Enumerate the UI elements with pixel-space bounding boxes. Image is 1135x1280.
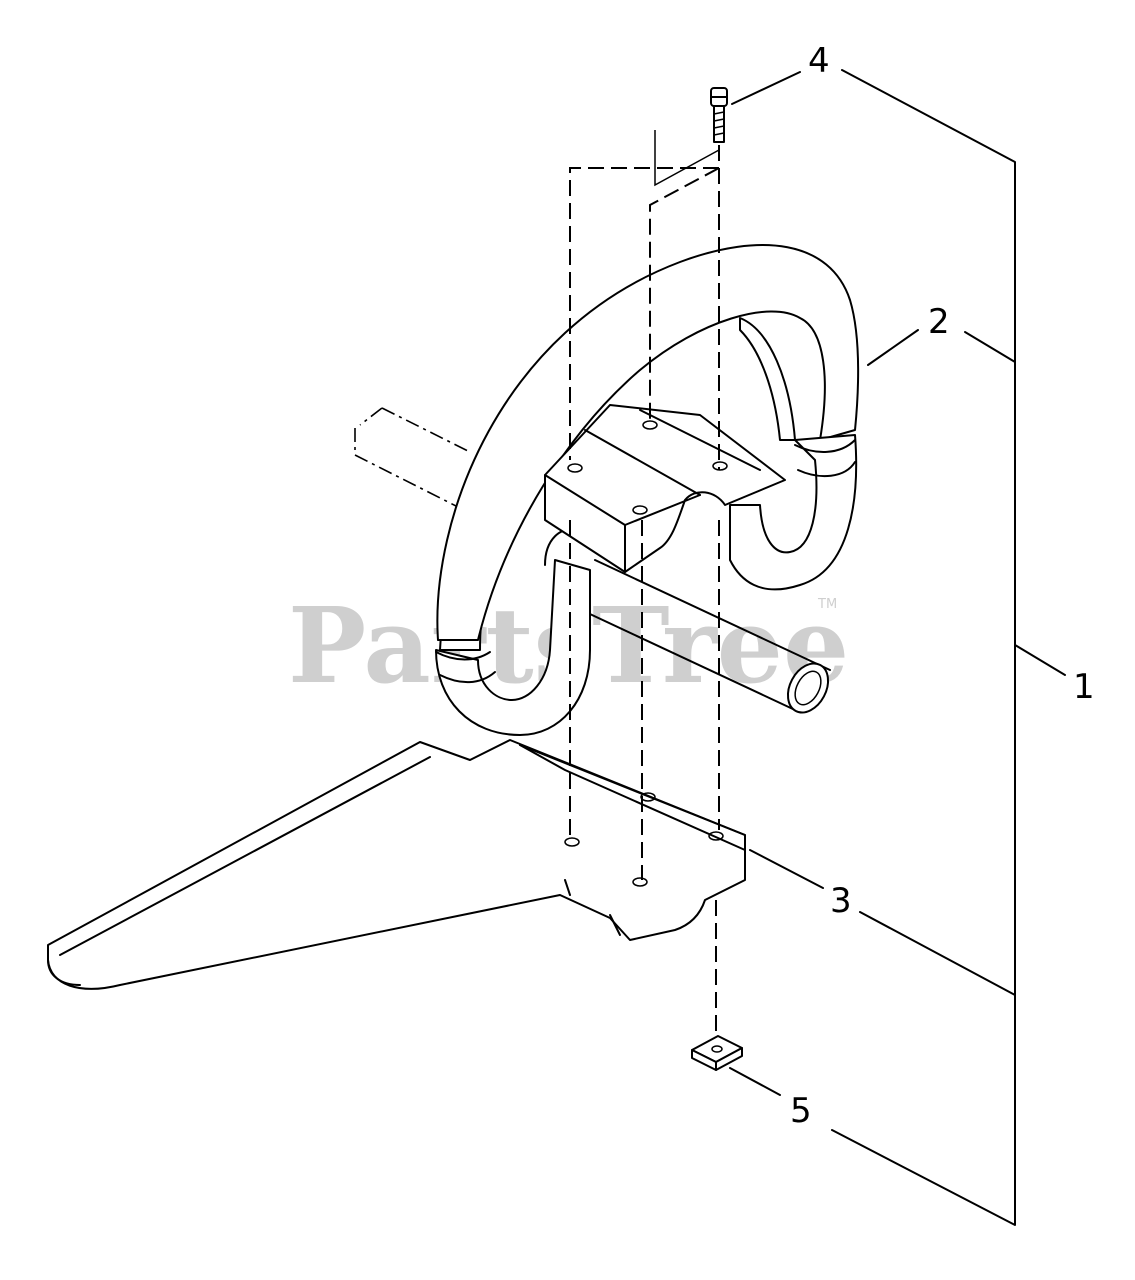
- leader-lines: [729, 71, 919, 1096]
- assembly-bracket: [831, 69, 1066, 1226]
- assembly-centerlines: [569, 130, 720, 1035]
- callout-1: 1: [1073, 667, 1095, 707]
- screw: [710, 87, 728, 143]
- callout-5: 5: [790, 1091, 812, 1131]
- callout-2: 2: [928, 302, 950, 342]
- callout-3: 3: [830, 881, 852, 921]
- callout-4: 4: [808, 41, 830, 81]
- lower-bracket: [47, 739, 746, 990]
- shaft-tube: [354, 407, 831, 714]
- square-nut: [691, 1035, 743, 1071]
- handle-loop: [435, 244, 860, 736]
- upper-clamp: [544, 404, 786, 573]
- watermark-trademark: TM: [817, 597, 837, 612]
